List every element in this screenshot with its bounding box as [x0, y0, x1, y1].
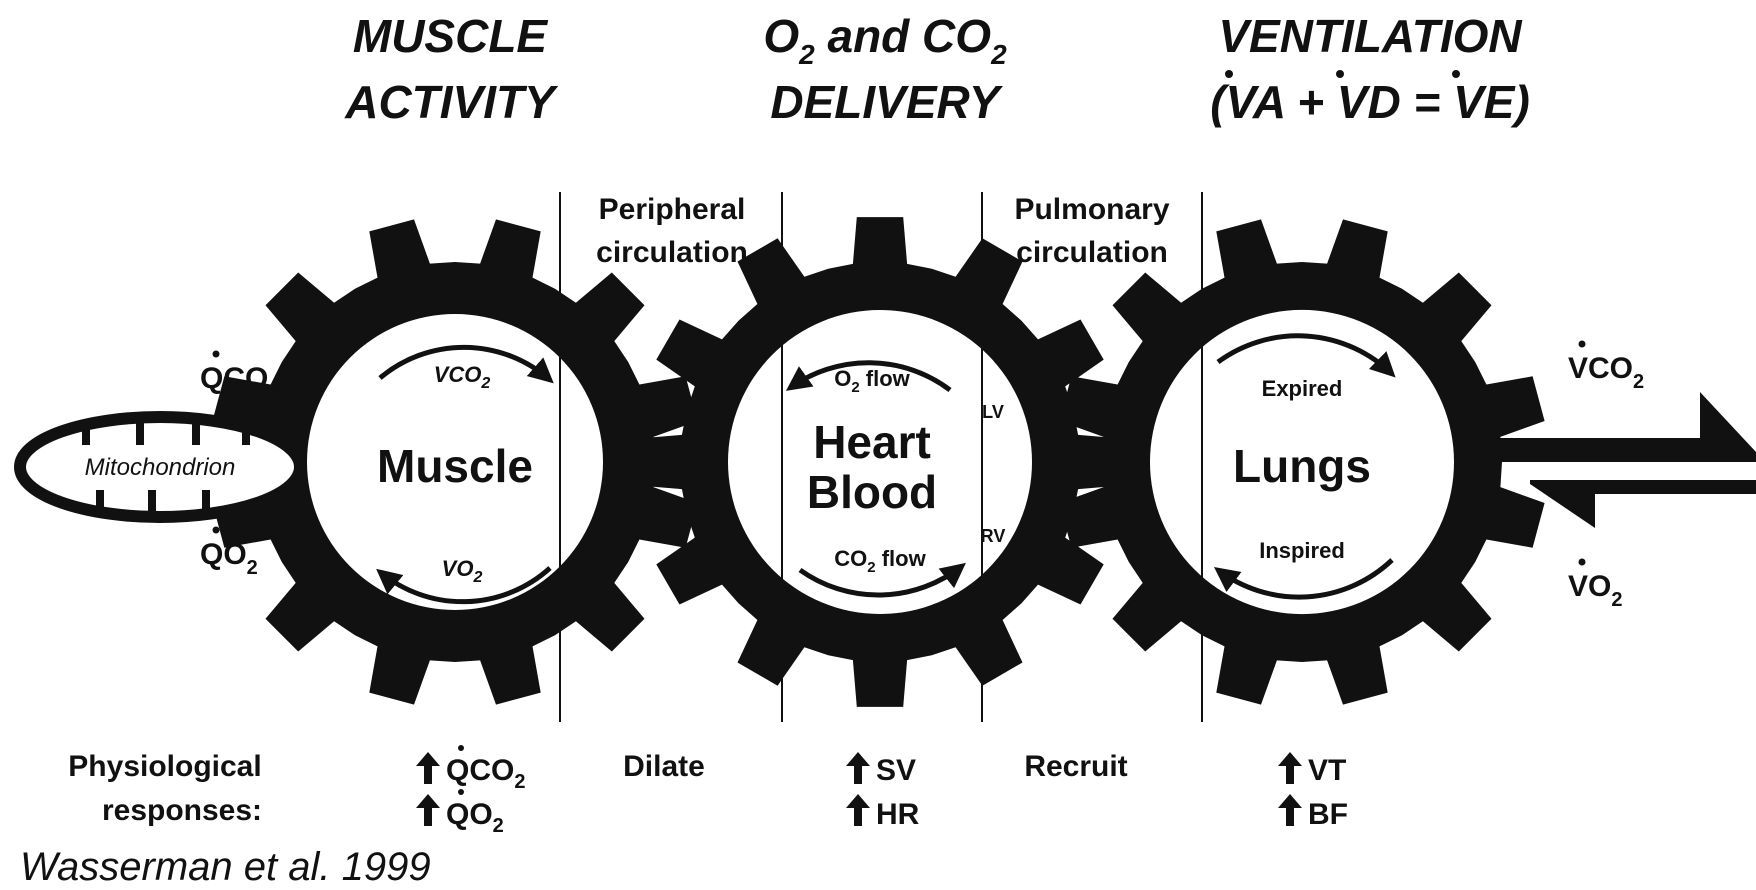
peripheral-line1: Peripheral: [599, 193, 746, 226]
header-ventilation-line1: VENTILATION: [1218, 10, 1522, 62]
vo2-in-arrow: [1530, 480, 1756, 528]
response-dilate: Dilate: [623, 750, 705, 783]
expired-arrow: [1218, 336, 1392, 374]
up-arrow-icons: [416, 752, 1302, 826]
qo2-label: QO2: [200, 538, 258, 579]
response-qco2: QCO2: [446, 754, 525, 793]
vo2-out-label: VO2: [1568, 570, 1622, 611]
response-qo2: QO2: [446, 798, 504, 837]
citation: Wasserman et al. 1999: [20, 845, 431, 889]
response-qco2-dot: [458, 745, 464, 751]
response-sv: SV: [876, 754, 916, 787]
lungs-gear-content: Expired Lungs Inspired: [1218, 336, 1392, 597]
mitochondrion-label: Mitochondrion: [85, 454, 236, 481]
section-pulmonary-circulation: Pulmonary circulation: [1014, 193, 1169, 269]
lv-label: LV: [982, 402, 1004, 422]
heart-gear-content: O2 flow LV Heart Blood RV CO2 flow: [790, 363, 1005, 595]
response-vt: VT: [1308, 754, 1346, 787]
inspired-label: Inspired: [1259, 538, 1345, 563]
qo2-dot: [213, 527, 220, 534]
response-hr: HR: [876, 798, 920, 831]
section-peripheral-circulation: Peripheral circulation: [596, 193, 748, 269]
header-muscle-activity: MUSCLE ACTIVITY: [344, 10, 559, 128]
header-delivery-sub2: 2: [990, 39, 1007, 70]
response-bf: BF: [1308, 798, 1348, 831]
vco2-label: VCO2: [434, 362, 491, 392]
qco2-dot: [213, 351, 220, 358]
pulmonary-line2: circulation: [1016, 236, 1168, 269]
muscle-gear-content: VCO2 Muscle VO2: [377, 347, 550, 601]
responses-title-line1: Physiological: [68, 750, 261, 783]
header-delivery: O2 and CO2 DELIVERY: [763, 10, 1007, 128]
vo2-out-dot: [1579, 559, 1586, 566]
pulmonary-line1: Pulmonary: [1014, 193, 1169, 226]
header-ventilation-line2: (VA + VD = VE): [1210, 76, 1530, 128]
heart-label: Heart: [813, 416, 931, 468]
responses-title-line2: responses:: [102, 794, 262, 827]
mitochondrion: Mitochondrion QCO2 QO2: [20, 351, 300, 580]
lungs-label: Lungs: [1233, 440, 1371, 492]
vco2-out-dot: [1579, 341, 1586, 348]
rv-label: RV: [981, 526, 1006, 546]
co2-flow-label: CO2 flow: [834, 546, 926, 576]
header-muscle-line1: MUSCLE: [353, 10, 549, 62]
muscle-label: Muscle: [377, 440, 533, 492]
expired-label: Expired: [1262, 376, 1343, 401]
header-delivery-o: O: [763, 10, 799, 62]
header-muscle-line2: ACTIVITY: [344, 76, 559, 128]
vco2-out-label: VCO2: [1568, 352, 1644, 393]
o2-flow-label: O2 flow: [834, 366, 910, 396]
response-recruit: Recruit: [1024, 750, 1127, 783]
header-ventilation: VENTILATION (VA + VD = VE): [1210, 10, 1530, 128]
inspired-arrow: [1218, 560, 1392, 597]
response-qo2-dot: [458, 789, 464, 795]
peripheral-line2: circulation: [596, 236, 748, 269]
blood-label: Blood: [807, 466, 937, 518]
header-delivery-line1: O2 and CO2: [763, 10, 1007, 70]
header-delivery-mid: and CO: [815, 10, 992, 62]
vo2-label: VO2: [442, 556, 483, 586]
header-delivery-sub1: 2: [798, 39, 815, 70]
physiological-responses: Physiological responses: QCO2 QO2 Dilate…: [68, 745, 1348, 837]
header-delivery-line2: DELIVERY: [770, 76, 1004, 128]
